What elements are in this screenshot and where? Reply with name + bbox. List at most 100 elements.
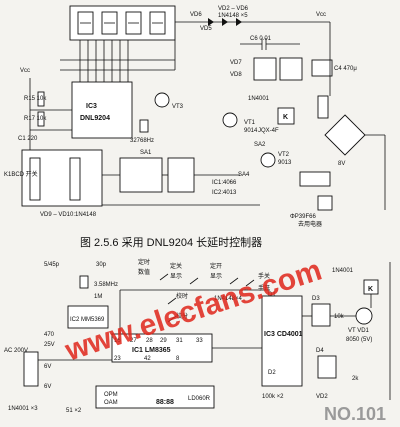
c1-label: C1 220 bbox=[18, 136, 38, 142]
r-2k: 2k bbox=[352, 376, 359, 382]
diode-1n4001-top: 1N4001 bbox=[248, 96, 270, 102]
ic3-chip bbox=[71, 81, 133, 139]
svg-text:校分: 校分 bbox=[176, 312, 188, 320]
relay-coil: K bbox=[283, 114, 288, 121]
ic1-small bbox=[253, 57, 277, 81]
vt1-part: 9014 bbox=[244, 128, 258, 134]
top-caption: 图 2.5.6 采用 DNL9204 长延时控制器 bbox=[80, 235, 262, 249]
relay-k-label: K bbox=[368, 286, 373, 293]
transistor-vt2 bbox=[260, 152, 276, 168]
relay-part: JQX-4F bbox=[258, 128, 279, 134]
svg-text:显示: 显示 bbox=[170, 273, 182, 280]
switch-label: K1BCD 开关 bbox=[4, 170, 38, 178]
vcc-left: Vcc bbox=[20, 68, 30, 74]
svg-text:23: 23 bbox=[114, 356, 121, 362]
svg-text:42: 42 bbox=[144, 356, 151, 362]
n4148-label: 1N4148×4 bbox=[214, 296, 243, 302]
sa3-switch bbox=[29, 157, 41, 201]
ic2-label: IC2 MM5369 bbox=[70, 317, 105, 323]
svg-text:定开: 定开 bbox=[210, 262, 222, 270]
bottom-switch-labels: 定时 定关 定开 手关 数值 显示 显示 手开 校时 校分 bbox=[138, 258, 270, 320]
display-part: LD060R bbox=[188, 396, 211, 402]
transistor-vt3 bbox=[154, 92, 170, 108]
cap-c6-label: C6 0.01 bbox=[250, 36, 272, 42]
display-digits: 88:88 bbox=[156, 399, 174, 406]
svg-text:8: 8 bbox=[176, 356, 180, 362]
bridge-rectifier: 8V bbox=[324, 114, 366, 167]
display-oam: OAM bbox=[104, 400, 118, 406]
led-vd7: VD7 bbox=[230, 60, 242, 66]
svg-text:定关: 定关 bbox=[170, 262, 182, 270]
crystal-bottom bbox=[79, 275, 89, 289]
ic2-4013-block bbox=[167, 157, 195, 193]
key-sa2: SA2 bbox=[254, 142, 266, 148]
svg-text:33: 33 bbox=[196, 338, 203, 344]
vt-label: VT VD1 bbox=[348, 328, 370, 334]
gate-d4 bbox=[317, 355, 337, 379]
cap-c4-label: C4 470μ bbox=[334, 66, 357, 72]
n4001-label: 1N4001 bbox=[332, 268, 354, 274]
r-51: 51 ×2 bbox=[66, 408, 82, 414]
ic3-label: IC3 CD4001 bbox=[264, 331, 303, 338]
svg-text:显示: 显示 bbox=[210, 273, 222, 280]
ic3-name: IC3 bbox=[86, 103, 97, 110]
transformer bbox=[299, 171, 331, 187]
cap-30p: 30p bbox=[96, 262, 107, 268]
r15-label: R15 10k bbox=[24, 96, 47, 102]
cap-c6 bbox=[240, 38, 300, 50]
switch-symbols bbox=[119, 273, 270, 334]
bridge-label: 8V bbox=[338, 161, 345, 167]
d2-label: D2 bbox=[268, 370, 276, 376]
top-circuit: IC3 DNL9204 VD2 – VD6 1N4148 ×5 VD6 VD5 … bbox=[4, 5, 386, 249]
ic1-label: IC1 LM8365 bbox=[132, 347, 171, 354]
resistor-r15 bbox=[37, 91, 45, 107]
cd4001-region bbox=[261, 295, 303, 387]
svg-text:16: 16 bbox=[114, 338, 121, 344]
key-sa4: SA4 bbox=[238, 172, 250, 178]
relay-k1 bbox=[277, 107, 295, 125]
ic1-lm8365 bbox=[111, 333, 213, 363]
r-100k: 100k ×2 bbox=[262, 394, 284, 400]
r-1m: 1M bbox=[94, 294, 102, 300]
led-vd8: VD8 bbox=[230, 72, 242, 78]
svg-text:手关: 手关 bbox=[258, 272, 270, 280]
ic1-4066-block bbox=[119, 157, 163, 193]
vt-part: 8050 (5V) bbox=[346, 337, 372, 343]
v6a: 6V bbox=[44, 364, 51, 370]
crystal-label: 32768Hz bbox=[130, 138, 154, 144]
page-number: NO.101 bbox=[324, 404, 386, 424]
r-10k: 10k bbox=[334, 314, 345, 320]
diodes-label: VD9 – VD10:1N4148 bbox=[40, 212, 97, 218]
vcc-right: Vcc bbox=[316, 12, 326, 18]
d4-label: D4 bbox=[316, 348, 324, 354]
led-vd6: VD6 bbox=[190, 12, 202, 18]
power-label: 去用电器 bbox=[298, 220, 322, 228]
gate-d3 bbox=[311, 303, 331, 327]
ic2-mm5369 bbox=[67, 305, 109, 329]
ic2-small bbox=[279, 57, 303, 81]
segment-bus bbox=[60, 40, 176, 82]
transistor-vt bbox=[355, 307, 373, 325]
svg-text:28: 28 bbox=[146, 338, 153, 344]
cap-25v: 25V bbox=[44, 342, 55, 348]
ic2-label: IC2:4013 bbox=[212, 190, 237, 196]
bottom-circuit: 5/45p 30p 3.58MHz 1M IC2 MM5369 IC1 LM83… bbox=[4, 254, 391, 424]
svg-text:数值: 数值 bbox=[138, 268, 150, 276]
svg-text:27: 27 bbox=[130, 338, 137, 344]
v6b: 6V bbox=[44, 384, 51, 390]
svg-text:手开: 手开 bbox=[258, 284, 270, 292]
led-vd5: VD5 bbox=[200, 26, 212, 32]
d3-label: D3 bbox=[312, 296, 320, 302]
svg-text:校时: 校时 bbox=[176, 292, 188, 300]
svg-text:31: 31 bbox=[176, 338, 183, 344]
digits bbox=[77, 11, 166, 35]
ac-plug bbox=[317, 195, 333, 211]
diode-bridge: 1N4001 ×3 bbox=[8, 406, 38, 412]
display-opm: OPM bbox=[104, 392, 118, 398]
diode-row-top: VD2 – VD6 1N4148 ×5 VD6 VD5 VD7 VD8 bbox=[175, 6, 290, 78]
vd2-label: VD2 bbox=[316, 394, 328, 400]
svg-text:定时: 定时 bbox=[138, 258, 150, 266]
transistor-vt1 bbox=[222, 112, 238, 128]
transformer-bottom bbox=[23, 351, 39, 387]
